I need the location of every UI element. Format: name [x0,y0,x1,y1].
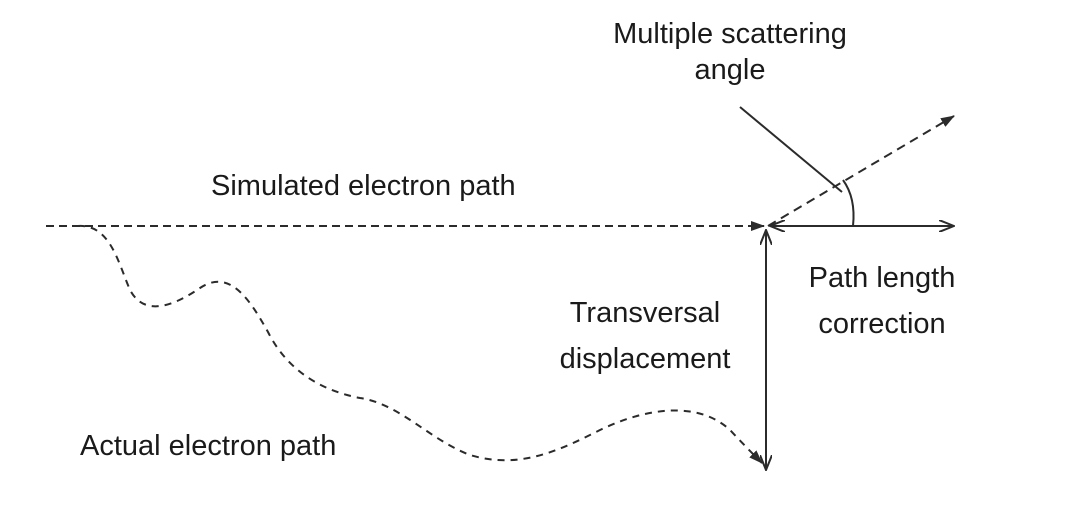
scattering-angle-leader [739,106,843,193]
path-length-correction-label-line2: correction [818,308,946,340]
simulated-path-label: Simulated electron path [211,170,516,202]
scattered-direction-arrow [767,115,955,227]
actual-path-curve [77,224,763,464]
path-length-correction-label-line1: Path length [808,262,956,294]
scattering-angle-label-line1: Multiple scattering [613,18,847,50]
transversal-displacement-label: Transversal displacement [530,290,760,382]
transversal-displacement-label-line1: Transversal [569,297,721,329]
scattering-angle-arc [842,179,855,227]
scattering-angle-label-line2: angle [694,54,766,86]
transversal-displacement-label-line2: displacement [559,343,731,375]
scattering-angle-label: Multiple scattering angle [560,16,900,88]
path-length-correction-label: Path length correction [784,255,980,347]
actual-path-label: Actual electron path [80,430,337,462]
